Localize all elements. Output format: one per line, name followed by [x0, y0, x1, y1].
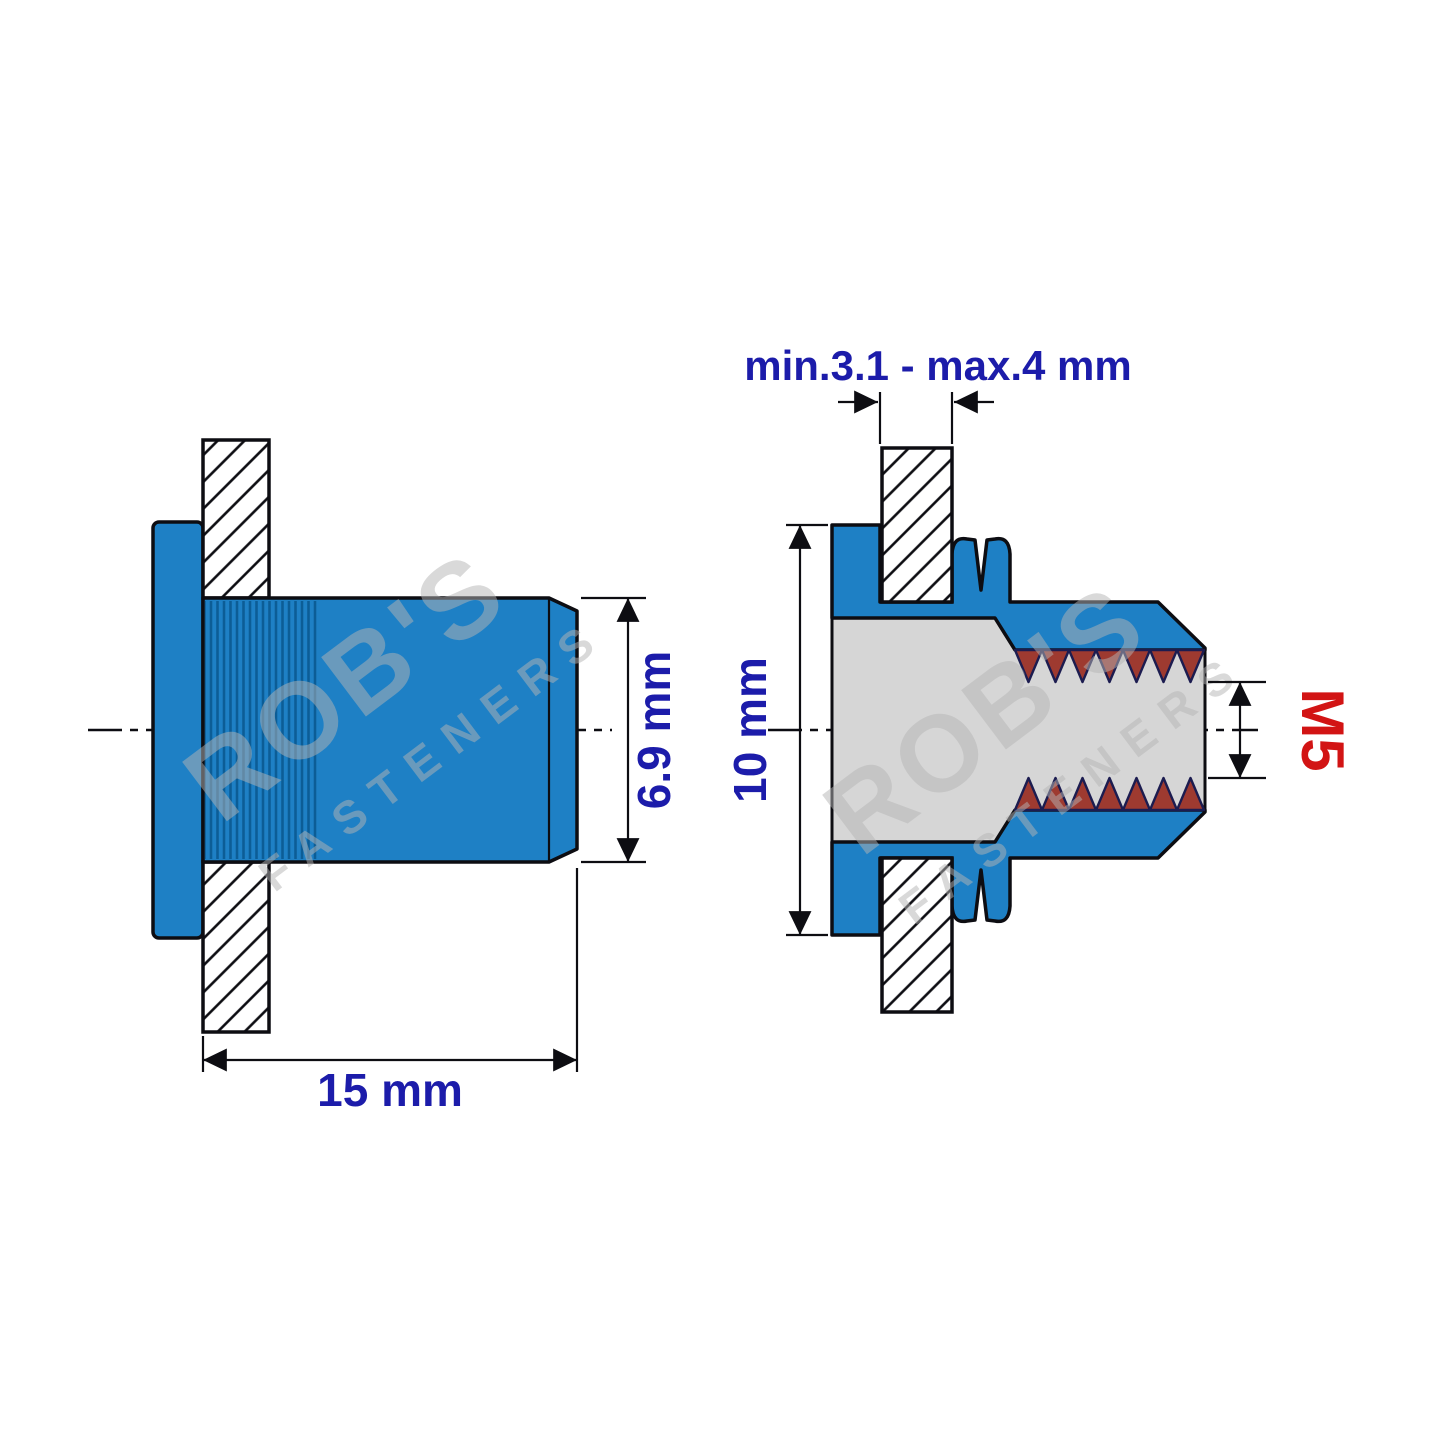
- right-view: [768, 446, 1258, 1014]
- dimension-body-diameter: 6.9 mm: [581, 596, 680, 864]
- length-label: 15 mm: [317, 1064, 463, 1116]
- thread-teeth-upper: [1013, 648, 1206, 684]
- grip-range-label: min.3.1 - max.4 mm: [744, 342, 1132, 389]
- flange-diameter-label: 10 mm: [724, 657, 776, 803]
- dimension-flange-diameter: 10 mm: [724, 523, 828, 937]
- body-diameter-label: 6.9 mm: [628, 651, 680, 810]
- dimension-grip-range: min.3.1 - max.4 mm: [744, 342, 1132, 444]
- right-sheet-panel-upper: [880, 446, 954, 604]
- left-sheet-panel-lower: [201, 860, 271, 1034]
- left-sheet-panel-upper: [201, 438, 271, 600]
- right-sheet-panel-lower: [880, 856, 954, 1014]
- left-knurl-texture: [205, 601, 318, 859]
- dimension-length: 15 mm: [201, 868, 579, 1116]
- thread-teeth-lower: [1013, 776, 1206, 812]
- thread-size-label: M5: [1289, 688, 1356, 771]
- left-view: [88, 438, 612, 1034]
- dimension-thread-size: M5: [1208, 680, 1356, 780]
